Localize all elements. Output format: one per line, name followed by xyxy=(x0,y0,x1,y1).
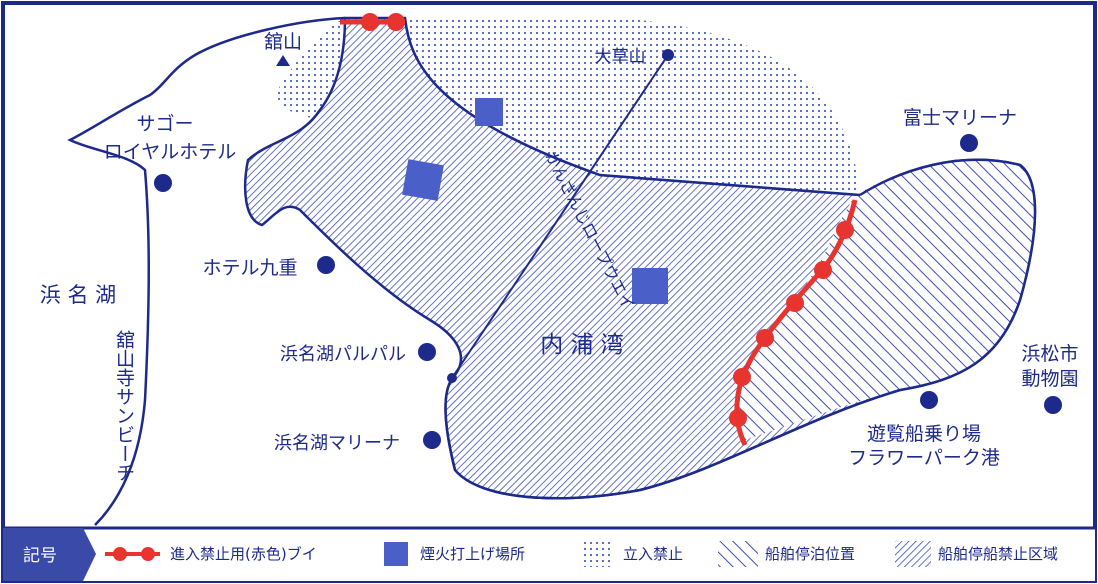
label-fuji-marina: 富士マリーナ xyxy=(903,107,1017,129)
buoy-marker xyxy=(756,329,774,347)
buoy-line-east xyxy=(734,199,858,447)
legend-mooring-label: 船舶停泊位置 xyxy=(765,545,855,563)
lake-outline xyxy=(444,158,1037,500)
dot-marker-icon xyxy=(447,373,457,383)
label-royal-hotel: ロイヤルホテル xyxy=(104,141,236,163)
mountain-triangle-icon xyxy=(276,55,290,66)
west-shoreline xyxy=(67,16,346,526)
buoy-marker xyxy=(733,368,751,386)
label-beach: 舘山寺サンビーチ xyxy=(113,330,135,482)
mooring-area xyxy=(739,159,1035,441)
label-uchiura-bay: 内 浦 湾 xyxy=(540,332,624,358)
dot-marker-icon xyxy=(662,49,674,61)
buoy-marker xyxy=(361,13,379,31)
buoy-marker xyxy=(729,409,747,427)
no-ship-swatch-icon xyxy=(895,541,931,567)
dot-marker-icon xyxy=(423,431,441,449)
label-tateyama: 舘山 xyxy=(264,31,302,53)
label-pier-2: フラワーパーク港 xyxy=(848,447,1000,469)
dot-marker-icon xyxy=(418,343,436,361)
label-pier-1: 遊覧船乗り場 xyxy=(867,423,981,445)
buoy-marker xyxy=(387,13,405,31)
dot-marker-icon xyxy=(960,134,978,152)
label-hotel-kokonoe: ホテル九重 xyxy=(202,257,297,279)
legend-buoy-label: 進入禁止用(赤色)ブイ xyxy=(170,545,317,563)
dot-marker-icon xyxy=(920,391,938,409)
fireworks-square-icon xyxy=(384,542,408,566)
dot-marker-icon xyxy=(154,174,172,192)
mooring-swatch-icon xyxy=(718,541,758,567)
label-zoo-2: 動物園 xyxy=(1021,368,1078,390)
ropeway-line xyxy=(451,54,669,379)
legend-title: 記号 xyxy=(23,546,57,566)
buoy-line-icon xyxy=(113,547,127,561)
no-entry-swatch-icon xyxy=(580,541,614,567)
fireworks-square-icon xyxy=(632,268,668,304)
dot-marker-icon xyxy=(1044,396,1062,414)
fireworks-square-icon xyxy=(402,159,444,201)
buoy-marker xyxy=(814,261,832,279)
label-hamanako: 浜 名 湖 xyxy=(40,283,116,307)
legend-background xyxy=(3,528,1095,581)
bay-upper-shore xyxy=(403,17,861,197)
legend-no-entry-label: 立入禁止 xyxy=(623,545,683,563)
buoy-line-icon xyxy=(141,547,155,561)
fireworks-square-icon xyxy=(475,98,503,126)
legend-title-box xyxy=(3,528,83,581)
legend-no-ship-label: 船舶停船禁止区域 xyxy=(938,545,1058,563)
legend-title-arrow xyxy=(83,528,96,581)
label-palpal: 浜名湖パルパル xyxy=(280,344,406,365)
buoy-marker xyxy=(786,294,804,312)
dot-marker-icon xyxy=(317,256,335,274)
buoy-marker xyxy=(836,221,854,239)
label-zoo-1: 浜松市 xyxy=(1021,343,1078,365)
legend-fireworks-label: 煙火打上げ場所 xyxy=(420,545,525,563)
label-hamanako-marina: 浜名湖マリーナ xyxy=(274,433,400,454)
label-sago: サゴー xyxy=(136,113,193,135)
label-ookusayama: 大草山 xyxy=(595,47,646,67)
